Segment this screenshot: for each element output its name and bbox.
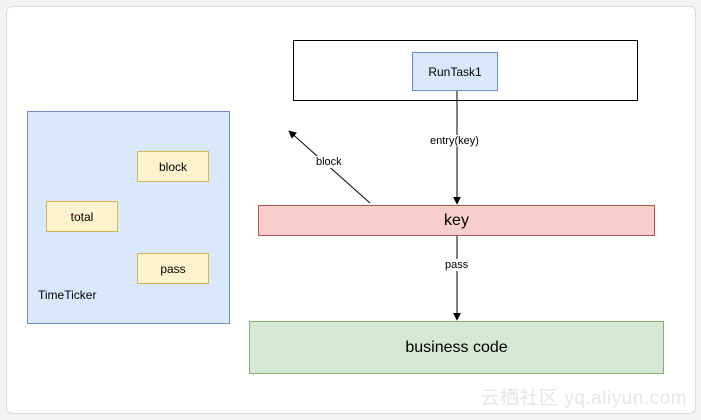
pass-counter-box: pass bbox=[137, 253, 209, 284]
pass-edge-label: pass bbox=[443, 259, 471, 271]
time-ticker-label: TimeTicker bbox=[38, 288, 97, 302]
block-edge-label: block bbox=[314, 156, 344, 168]
runtask-box: RunTask1 bbox=[412, 52, 498, 91]
key-box: key bbox=[258, 205, 655, 236]
entry-key-label: entry(key) bbox=[428, 135, 481, 147]
business-code-box: business code bbox=[249, 321, 664, 374]
block-counter-box: block bbox=[137, 151, 209, 182]
watermark: 云栖社区 yq.aliyun.com bbox=[480, 388, 687, 409]
total-counter-box: total bbox=[46, 201, 118, 232]
